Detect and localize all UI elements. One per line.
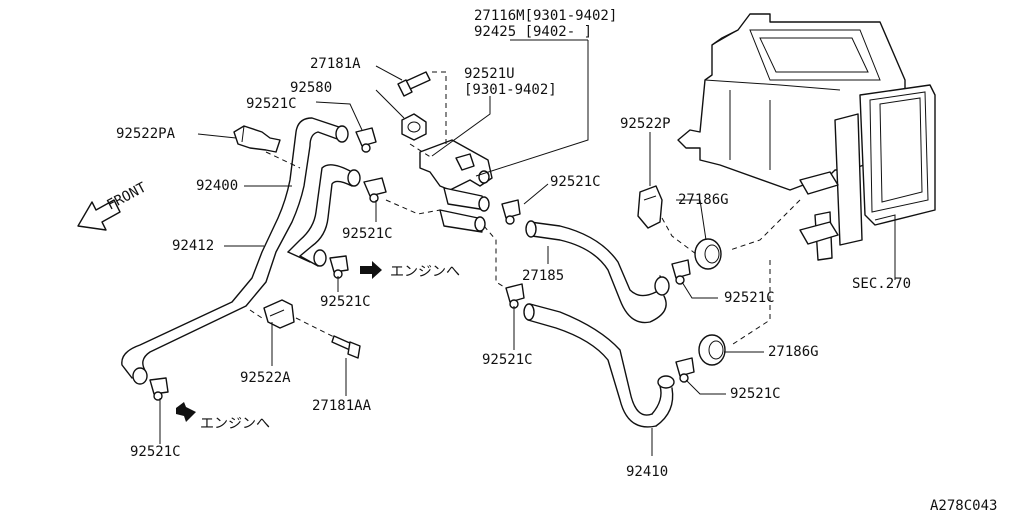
label-92425: 92425 [9402- ] (474, 24, 592, 40)
label-92521U: 92521U (464, 66, 515, 82)
bolt-27181AA (331, 335, 361, 359)
label-92521C-center: 92521C (550, 174, 601, 190)
label-27116M: 27116M[9301-9402] (474, 8, 617, 24)
clamp-3 (329, 255, 349, 279)
label-92521C-right-2: 92521C (730, 386, 781, 402)
heater-unit (677, 13, 936, 280)
label-92412: 92412 (172, 238, 214, 254)
label-92521C-mid-2: 92521C (320, 294, 371, 310)
hose-92400 (121, 117, 349, 385)
clamp-6 (505, 283, 525, 309)
heater-valve (401, 113, 493, 233)
label-92522P: 92522P (620, 116, 671, 132)
clamp-8 (675, 357, 695, 383)
label-92521U-range: [9301-9402] (464, 82, 557, 98)
label-92521C-mid-1: 92521C (342, 226, 393, 242)
label-92580: 92580 (290, 80, 332, 96)
label-engine-2: エンジンへ (200, 416, 270, 432)
label-27185: 27185 (522, 268, 564, 284)
label-92400: 92400 (196, 178, 238, 194)
clamp-1 (355, 127, 377, 153)
engine-arrow-1-icon (360, 261, 382, 279)
hose-92410 (523, 303, 675, 428)
label-92410: 92410 (626, 464, 668, 480)
bolt-27181A (397, 71, 431, 97)
label-sec270: SEC.270 (852, 276, 911, 292)
grommet-27186G-upper (694, 238, 722, 270)
bracket-92522P (637, 185, 663, 229)
hose-92412 (287, 164, 361, 267)
label-27181A: 27181A (310, 56, 361, 72)
bracket-92522PA (233, 125, 281, 153)
dashed-connectors (249, 71, 801, 347)
grommet-27186G-lower (698, 334, 726, 366)
label-92522PA: 92522PA (116, 126, 176, 142)
label-engine-1: エンジンへ (390, 264, 460, 280)
label-92521C-center-lower: 92521C (482, 352, 533, 368)
figure-id: A278C043 (930, 498, 997, 512)
label-92521C-top: 92521C (246, 96, 297, 112)
label-27186G-1: 27186G (678, 192, 729, 208)
label-front: FRONT (104, 179, 149, 213)
label-92522A: 92522A (240, 370, 291, 386)
engine-arrow-2-icon (176, 402, 196, 422)
hose-27185 (525, 220, 670, 324)
clamp-5 (501, 199, 521, 225)
front-arrow-icon (77, 199, 121, 231)
label-92521C-bottom: 92521C (130, 444, 181, 460)
leader-lines (159, 39, 896, 456)
label-27186G-2: 27186G (768, 344, 819, 360)
clamp-7 (671, 259, 691, 285)
clamp-4 (149, 377, 169, 401)
labels: 27116M[9301-9402] 92425 [9402- ] 27181A … (104, 8, 997, 512)
label-27181AA: 27181AA (312, 398, 372, 414)
clamp-2 (363, 177, 387, 203)
label-92521C-right-1: 92521C (724, 290, 775, 306)
clamps (149, 127, 695, 401)
bracket-92522A (263, 299, 295, 329)
